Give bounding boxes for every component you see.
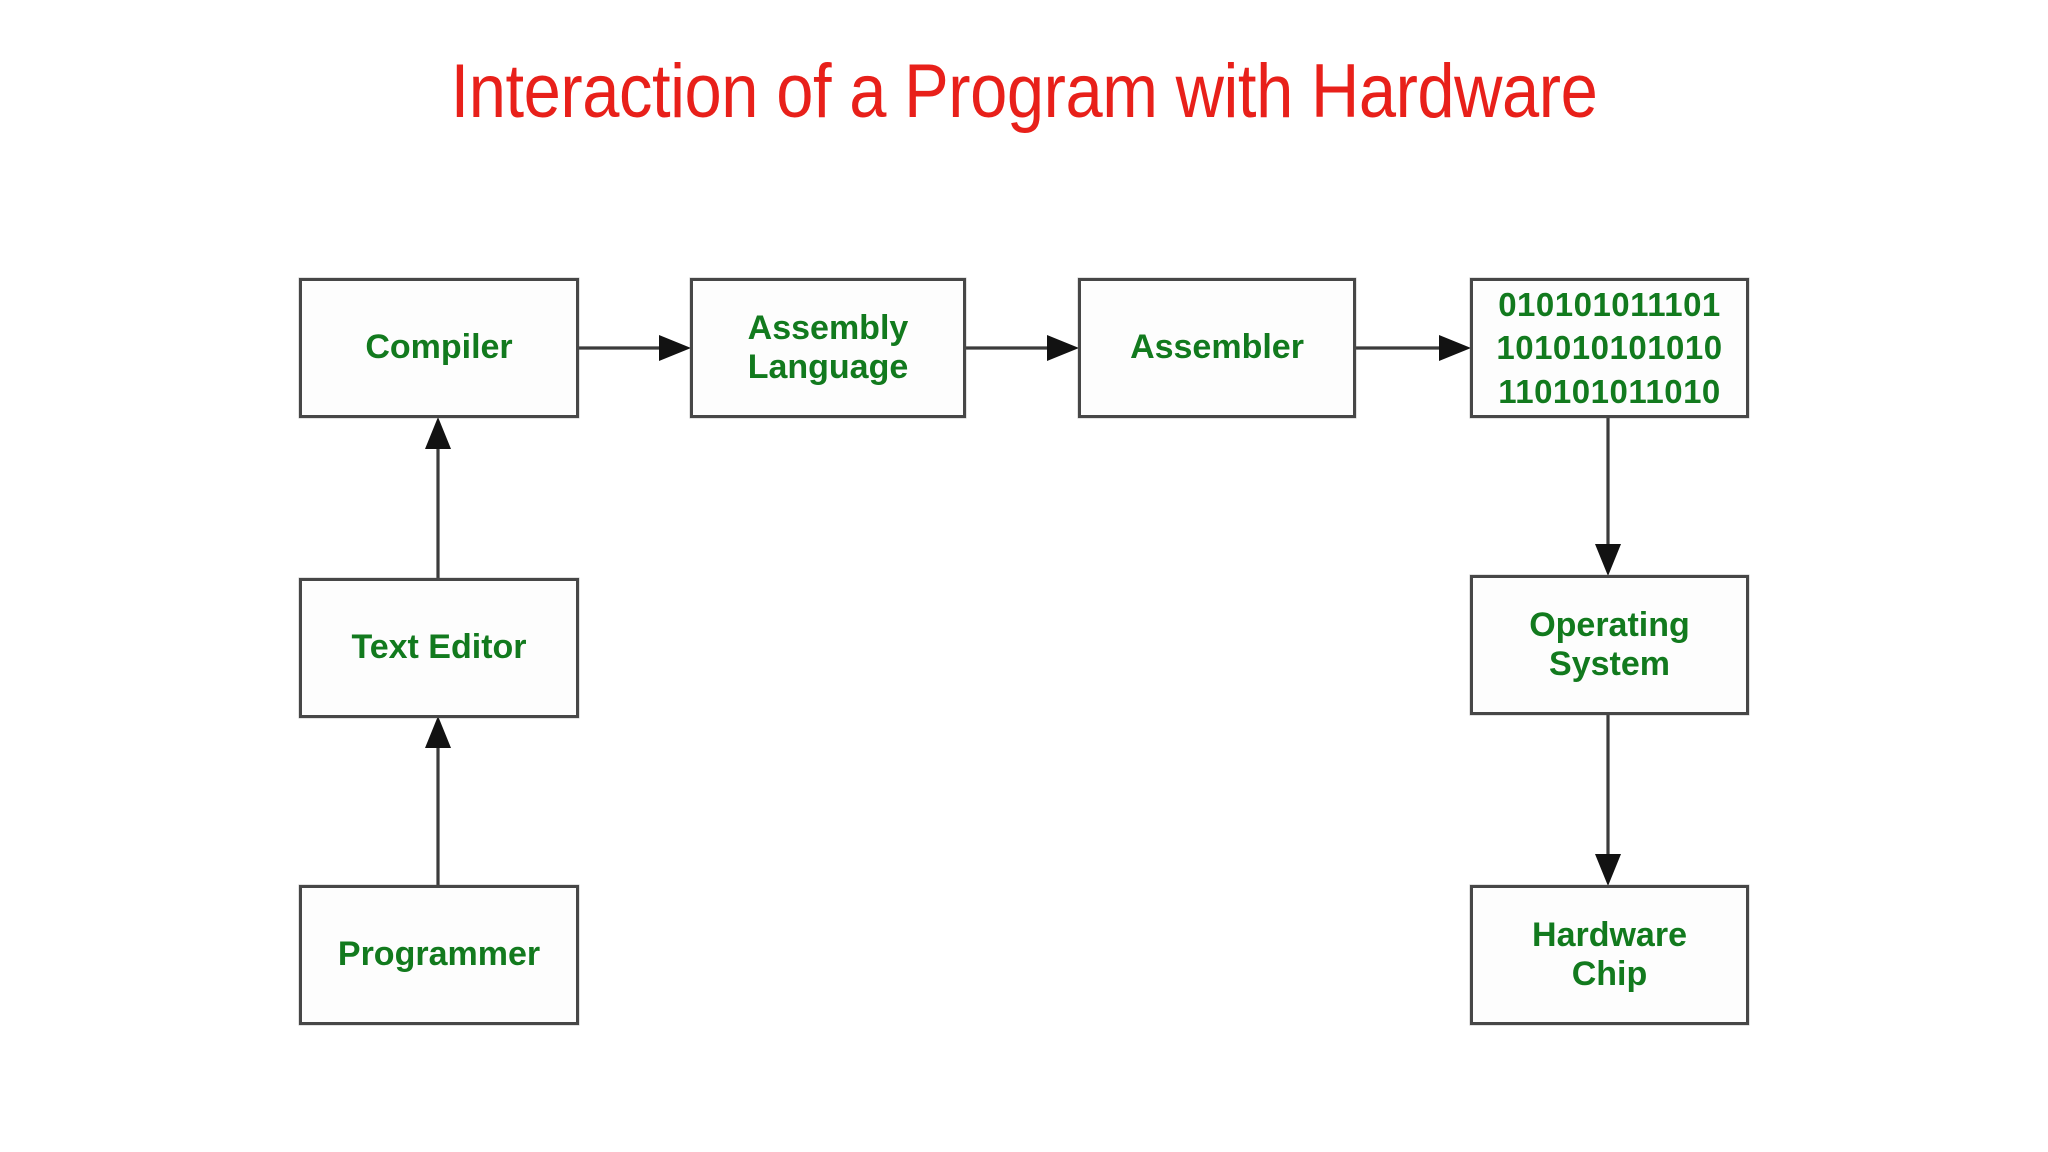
- edge-operating-system-to-hardware-chip: [1595, 715, 1621, 886]
- edge-machine-code-to-operating-system: [1595, 418, 1621, 576]
- edge-programmer-to-text-editor: [425, 716, 451, 885]
- node-programmer-label: Programmer: [337, 935, 541, 974]
- node-operating-system-label: Operating System: [1529, 605, 1690, 683]
- node-text-editor-label: Text Editor: [351, 628, 527, 667]
- node-machine-code[interactable]: 010101011101 101010101010 110101011010: [1470, 278, 1749, 418]
- node-assembly-language-label: Assembly Language: [747, 308, 909, 386]
- node-machine-code-label: 010101011101 101010101010 110101011010: [1496, 285, 1723, 410]
- node-compiler[interactable]: Compiler: [299, 278, 579, 418]
- node-programmer[interactable]: Programmer: [299, 885, 579, 1025]
- node-compiler-label: Compiler: [365, 328, 513, 367]
- node-hardware-chip[interactable]: Hardware Chip: [1470, 885, 1749, 1025]
- edge-assembly-language-to-assembler: [966, 335, 1079, 361]
- edge-text-editor-to-compiler: [425, 417, 451, 578]
- node-text-editor[interactable]: Text Editor: [299, 578, 579, 718]
- edge-compiler-to-assembly-language: [579, 335, 691, 361]
- node-hardware-chip-label: Hardware Chip: [1532, 915, 1687, 993]
- edge-assembler-to-machine-code: [1356, 335, 1471, 361]
- page-title: Interaction of a Program with Hardware: [450, 49, 1598, 134]
- node-assembly-language[interactable]: Assembly Language: [690, 278, 966, 418]
- node-assembler[interactable]: Assembler: [1078, 278, 1356, 418]
- node-assembler-label: Assembler: [1130, 328, 1304, 367]
- node-operating-system[interactable]: Operating System: [1470, 575, 1749, 715]
